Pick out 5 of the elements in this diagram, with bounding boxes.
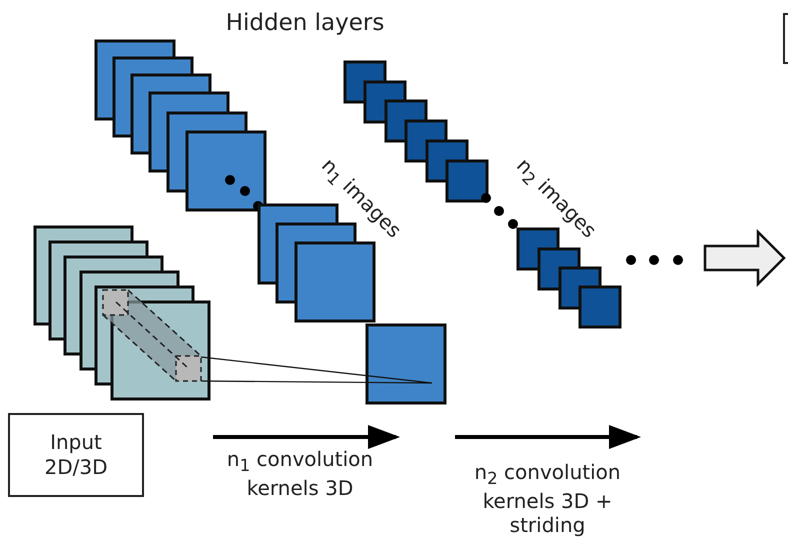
node-label: Input 2D/3D: [44, 430, 108, 480]
arrow-caption: n$_{2}$ convolution kernels 3D + striding: [473, 460, 622, 537]
input-box: [8, 413, 144, 497]
arrow-caption: n$_{1}$ convolution kernels 3D: [226, 447, 374, 500]
layer-heading: Hidden layers: [224, 10, 386, 38]
